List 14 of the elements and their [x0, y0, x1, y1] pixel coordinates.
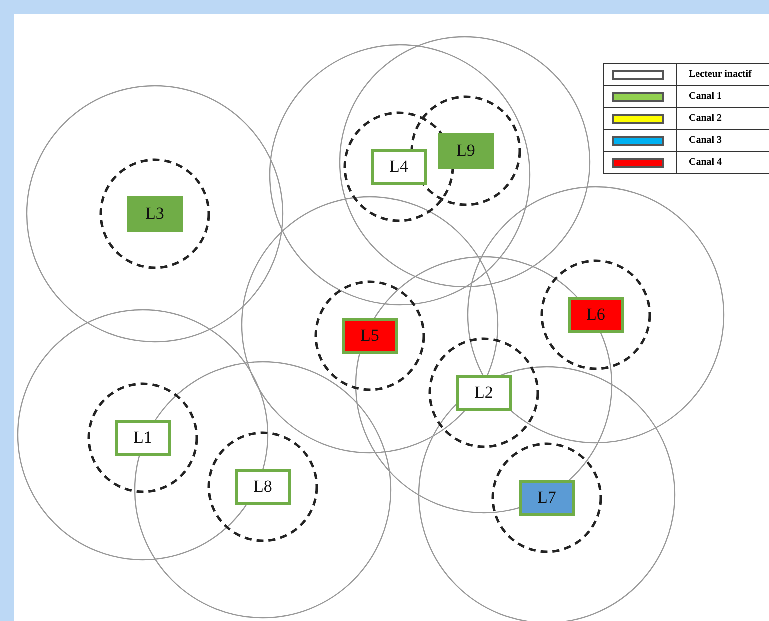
reader-box: L7	[519, 480, 575, 516]
reader-box: L5	[342, 318, 398, 354]
legend-label: Canal 2	[676, 108, 769, 129]
reader-box: L1	[115, 420, 171, 456]
reader-box: L8	[235, 469, 291, 505]
reader-box: L6	[568, 297, 624, 333]
legend-label: Lecteur inactif	[676, 64, 769, 85]
reader-box: L2	[456, 375, 512, 411]
legend-label: Canal 1	[676, 86, 769, 107]
reader-box: L9	[438, 133, 494, 169]
legend-label: Canal 3	[676, 130, 769, 151]
legend-label: Canal 4	[676, 152, 769, 173]
reader-box: L4	[371, 149, 427, 185]
reader-box: L3	[127, 196, 183, 232]
